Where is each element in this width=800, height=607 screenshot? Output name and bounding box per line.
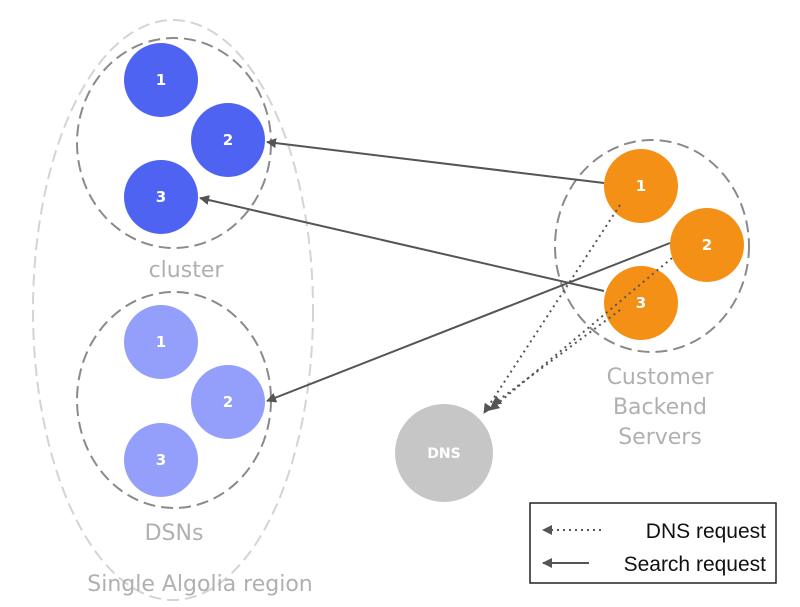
dns-node-label: DNS [427,446,460,462]
legend: DNS request Search request [529,502,777,584]
dns-node: DNS [395,404,493,502]
customer-node-3-label: 3 [636,294,646,312]
customer-label-line2: Backend [613,395,707,420]
customer-node-1-label: 1 [636,177,646,195]
search-arrow-c1-to-cluster2 [266,138,605,184]
legend-search-request: Search request [624,553,767,576]
dsn-node-2-label: 2 [223,393,233,411]
customer-node-3: 3 [604,266,678,340]
algolia-region-boundary [32,19,314,601]
region-label: Single Algolia region [87,572,313,597]
dsns-label: DSNs [145,521,204,546]
cluster-node-3-label: 3 [156,188,166,206]
customer-node-2-label: 2 [702,236,712,254]
dsn-node-2: 2 [191,365,265,439]
cluster-label: cluster [149,258,225,283]
cluster-node-1: 1 [124,43,198,117]
customer-label-line3: Servers [618,425,702,450]
cluster-node-3: 3 [124,160,198,234]
legend-dns-request: DNS request [646,520,766,543]
customer-node-1: 1 [604,149,678,223]
search-arrow-c3-to-cluster3 [199,195,605,292]
cluster-node-2-label: 2 [223,131,233,149]
dns-arrow-c3 [491,309,621,406]
dns-arrow-c1 [483,204,621,414]
dsn-node-1-label: 1 [156,333,166,351]
dsn-node-1: 1 [124,305,198,379]
customer-group-boundary [554,139,750,353]
customer-label-line1: Customer [607,365,715,390]
dsn-node-3: 3 [124,423,198,497]
cluster-node-1-label: 1 [156,71,166,89]
search-arrow-c2-to-dsn2 [266,242,671,403]
cluster-node-2: 2 [191,103,265,177]
dsn-node-3-label: 3 [156,451,166,469]
customer-node-2: 2 [670,208,744,282]
